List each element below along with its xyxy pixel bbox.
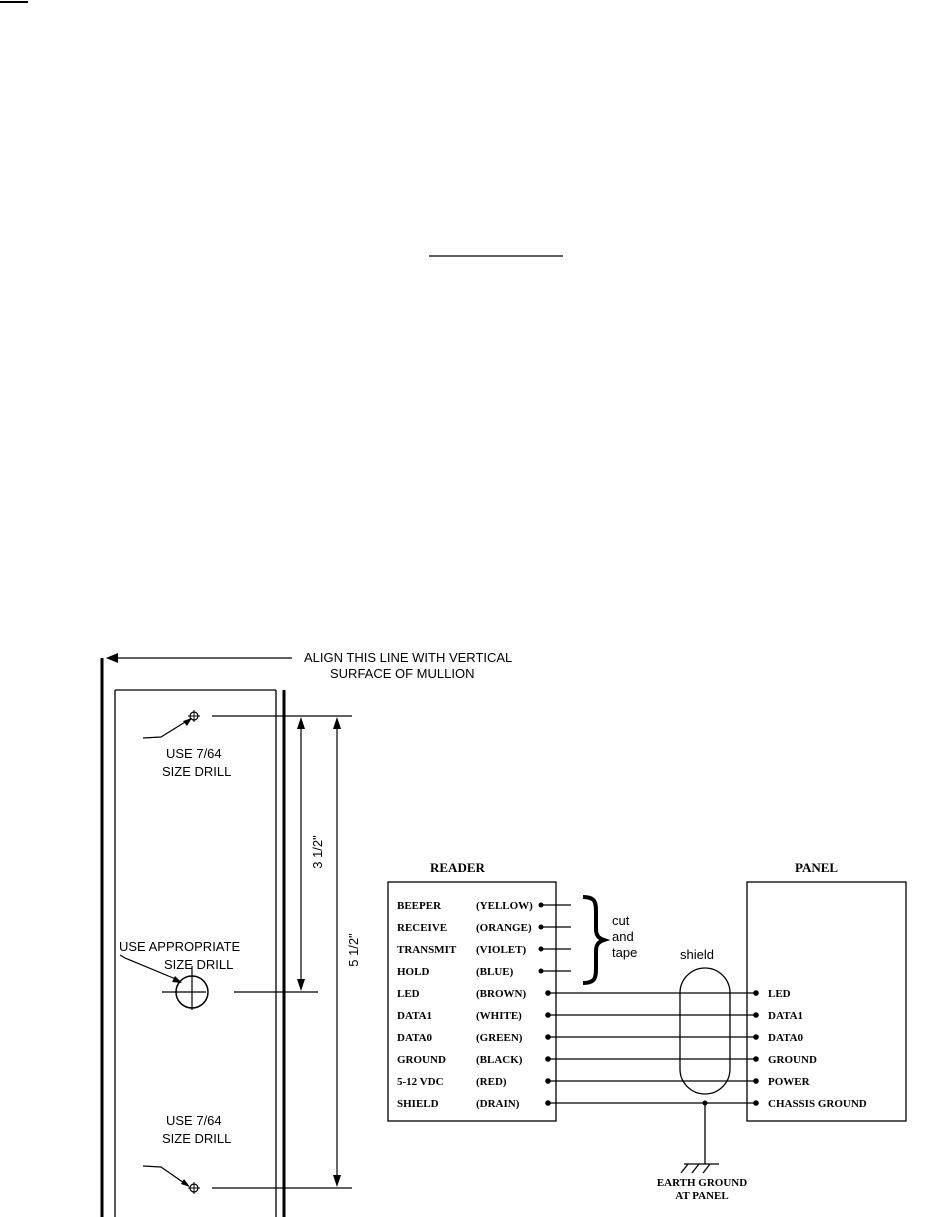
panel-terminal: DATA1 [768, 1010, 803, 1022]
panel-terminal-labels: LED DATA1 DATA0 GROUND POWER CHASSIS GRO… [768, 988, 867, 1110]
mid-drill-label-line2: SIZE DRILL [164, 957, 233, 972]
mounting-template [100, 653, 352, 1217]
center-leader [119, 954, 179, 981]
reader-wire-label: GROUND [397, 1054, 446, 1066]
reader-wire-color: (ORANGE) [476, 922, 532, 934]
reader-wire-color: (BLACK) [476, 1054, 523, 1066]
dim-long-arrow-top [333, 717, 341, 729]
bottom-drill-label-line1: USE 7/64 [166, 1113, 222, 1128]
dim-short-label: 3 1/2" [310, 835, 325, 869]
reader-wire-label: DATA1 [397, 1010, 432, 1022]
top-leader-head [183, 718, 192, 726]
reader-wire-color: (VIOLET) [476, 944, 526, 956]
reader-wire-color: (DRAIN) [476, 1098, 520, 1110]
earth-ground-line2: AT PANEL [675, 1190, 728, 1202]
top-drill-label-line1: USE 7/64 [166, 746, 222, 761]
cut-tape-brace [582, 895, 611, 985]
panel-terminal: LED [768, 988, 791, 1000]
mid-drill-label-line1: USE APPROPRIATE [119, 939, 240, 954]
reader-wire-label: HOLD [397, 966, 429, 978]
dim-long-arrow-bottom [333, 1175, 341, 1187]
earth-ground-line1: EARTH GROUND [657, 1177, 747, 1189]
reader-wire-labels: BEEPER (YELLOW) RECEIVE (ORANGE) TRANSMI… [397, 900, 533, 1110]
align-arrow-head [106, 653, 118, 663]
dim-short-arrow-top [297, 717, 305, 729]
shield-label: shield [680, 947, 714, 962]
reader-wire-label: 5-12 VDC [397, 1076, 444, 1088]
reader-box [387, 881, 557, 1122]
cut-tape-line2: and [612, 929, 634, 944]
reader-wire-label: BEEPER [397, 900, 442, 912]
reader-wire-color: (BLUE) [476, 966, 514, 978]
wiring-diagram: READER PANEL BEEPER (YELLOW) RECEIVE (OR… [387, 860, 907, 1202]
top-leader [142, 718, 191, 739]
dim-long-label: 5 1/2" [346, 933, 361, 967]
panel-terminal: GROUND [768, 1054, 817, 1066]
panel-terminal: DATA0 [768, 1032, 804, 1044]
bottom-leader [142, 1165, 188, 1186]
cut-tape-line1: cut [612, 913, 630, 928]
shield-capsule [679, 967, 731, 1095]
panel-terminal: POWER [768, 1076, 811, 1088]
panel-terminal: CHASSIS GROUND [768, 1098, 867, 1110]
reader-wire-color: (RED) [476, 1076, 507, 1088]
top-hole [188, 710, 200, 722]
reader-wire-label: SHIELD [397, 1098, 439, 1110]
reader-wire-color: (YELLOW) [476, 900, 533, 912]
earth-ground-symbol [680, 1103, 719, 1174]
reader-wire-color: (GREEN) [476, 1032, 523, 1044]
panel-title: PANEL [795, 860, 838, 875]
unused-wire-stubs [538, 902, 571, 974]
align-note-line2: SURFACE OF MULLION [330, 666, 474, 681]
cut-tape-line3: tape [612, 945, 637, 960]
reader-wire-label: DATA0 [397, 1032, 433, 1044]
reader-title: READER [430, 860, 486, 875]
reader-wire-label: RECEIVE [397, 922, 447, 934]
bottom-hole [188, 1182, 200, 1194]
center-leader-head [172, 976, 182, 983]
bottom-drill-label-line2: SIZE DRILL [162, 1131, 231, 1146]
top-drill-label-line2: SIZE DRILL [162, 764, 231, 779]
center-hole [162, 966, 209, 1010]
dim-short-arrow-bottom [297, 979, 305, 991]
reader-wire-label: TRANSMIT [397, 944, 457, 956]
panel-box [746, 881, 907, 1122]
reader-wire-label: LED [397, 988, 420, 1000]
bottom-leader-head [181, 1179, 190, 1187]
reader-wire-color: (BROWN) [476, 988, 526, 1000]
align-note-line1: ALIGN THIS LINE WITH VERTICAL [304, 650, 512, 665]
reader-wire-color: (WHITE) [476, 1010, 522, 1022]
connected-wires [545, 990, 759, 1106]
mounting-labels: ALIGN THIS LINE WITH VERTICAL SURFACE OF… [119, 650, 512, 1146]
